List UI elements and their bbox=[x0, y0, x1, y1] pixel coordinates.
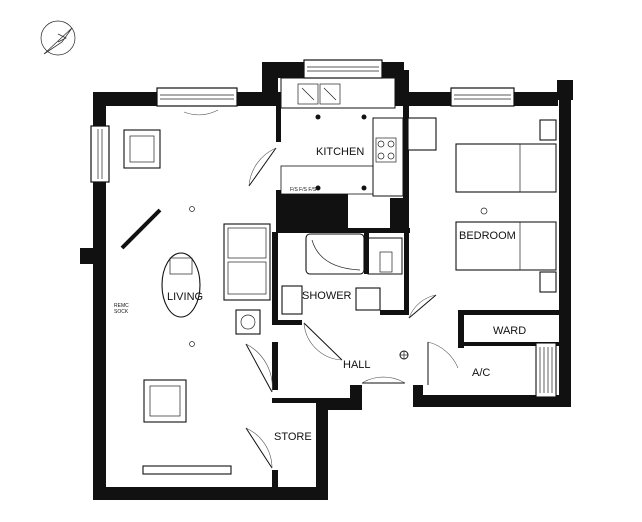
room-label-kitchen: KITCHEN bbox=[316, 146, 364, 158]
windows bbox=[90, 59, 515, 183]
living-furniture bbox=[120, 129, 271, 475]
exterior-walls bbox=[80, 62, 573, 500]
interior-walls bbox=[272, 92, 559, 490]
room-label-ward: WARD bbox=[493, 325, 526, 337]
doors bbox=[183, 109, 459, 469]
north-arrow-icon bbox=[40, 20, 76, 56]
shower-fittings bbox=[281, 233, 403, 315]
room-label-living: LIVING bbox=[167, 291, 203, 303]
room-label-store: STORE bbox=[274, 431, 312, 443]
room-label-bedroom: BEDROOM bbox=[459, 230, 516, 242]
room-label-shower: SHOWER bbox=[302, 290, 352, 302]
room-label-hall: HALL bbox=[343, 359, 371, 371]
room-label-ac: A/C bbox=[472, 367, 490, 379]
svg-text:SOCK: SOCK bbox=[114, 309, 129, 315]
svg-text:F/S F/S F/S: F/S F/S F/S bbox=[290, 187, 317, 193]
kitchen-units bbox=[280, 77, 404, 197]
electrical-symbols: REMC SOCK F/S F/S F/S bbox=[114, 187, 409, 360]
bedroom-furniture bbox=[407, 117, 557, 398]
svg-text:REMC: REMC bbox=[114, 303, 129, 309]
